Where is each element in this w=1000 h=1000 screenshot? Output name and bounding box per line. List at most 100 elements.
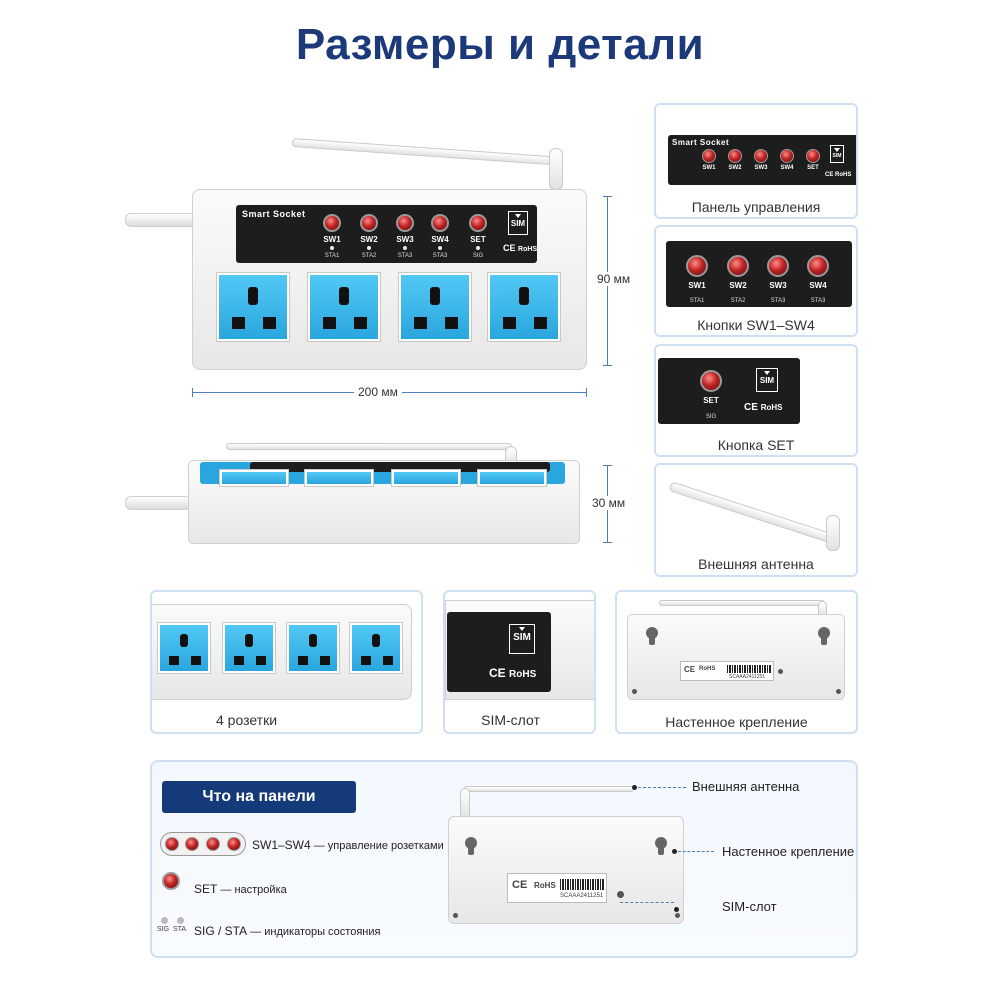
screw-icon: [453, 913, 458, 918]
ce-mark: CE: [512, 879, 528, 891]
height-label: 90 мм: [593, 272, 635, 286]
mini-button: [185, 837, 199, 851]
ce-rohs-mark: CE RoHS: [503, 243, 537, 253]
caption-sockets: 4 розетки: [215, 712, 278, 728]
depth-label: 30 мм: [588, 496, 630, 510]
sw3-button[interactable]: [396, 214, 414, 232]
brand-label: Smart Socket: [672, 138, 730, 147]
control-panel: Smart Socket SW1 STA1 SW2 STA2 SW3 STA3 …: [236, 205, 537, 263]
rohs-mark: RoHS: [509, 669, 537, 680]
callout-sim-slot: SIM-слот: [722, 899, 777, 914]
sw4-label: SW4: [431, 235, 449, 244]
mini-button: [227, 837, 241, 851]
sw1-label: SW1: [688, 281, 706, 290]
sw1-button: [702, 149, 716, 163]
screw-icon: [632, 689, 637, 694]
sw3-label: SW3: [754, 165, 768, 171]
rohs-mark: RoHS: [835, 172, 852, 178]
sw1-button[interactable]: [323, 214, 341, 232]
triangle-icon: [764, 371, 770, 375]
legend-sig-desc: — индикаторы состояния: [247, 926, 381, 938]
triangle-icon: [519, 627, 525, 631]
card-set-button: SET SIG SIM CE RoHS Кнопка SET: [654, 344, 858, 457]
dimension-tick: [603, 542, 612, 543]
callout-line: [678, 851, 714, 852]
card-wall-mount: CE RoHS SCAAA2411251 Настенное крепление: [615, 590, 858, 734]
callout-dot: [632, 785, 637, 790]
socket-pin: [320, 656, 330, 665]
socket-pin: [309, 634, 317, 647]
sw4-button: [807, 255, 829, 277]
screw-icon: [675, 913, 680, 918]
socket-pin: [430, 287, 440, 305]
sim-label: SIM: [832, 153, 842, 159]
sw3-button: [767, 255, 789, 277]
sim-panel-closeup: SIM CE RoHS: [447, 612, 551, 692]
callout-line: [638, 787, 686, 788]
callout-dot: [672, 849, 677, 854]
sta3-led: [403, 246, 407, 250]
sw1-label: SW1: [702, 165, 716, 171]
barcode: [560, 879, 604, 890]
callout-antenna: Внешняя антенна: [692, 779, 800, 794]
socket-pin: [256, 656, 266, 665]
dimension-tick: [586, 388, 587, 397]
screw-icon: [617, 891, 624, 898]
serial-number: SCAAA2411251: [729, 674, 766, 680]
sta2-label: STA2: [730, 298, 746, 304]
control-panel-closeup: Smart Socket SW1 SW2 SW3 SW4 SET SIM CE …: [668, 135, 856, 185]
rohs-mark: RoHS: [699, 666, 716, 672]
rohs-mark: RoHS: [760, 403, 783, 412]
sw4-label: SW4: [809, 281, 827, 290]
back-sticker: CE RoHS SCAAA2411251: [680, 661, 774, 681]
antenna-rod: [659, 600, 825, 606]
ce-rohs-mark: CE RoHS: [744, 402, 782, 413]
legend-sw: SW1–SW4 — управление розетками: [252, 838, 444, 852]
sw2-button: [728, 149, 742, 163]
ce-rohs-mark: CE RoHS: [489, 666, 536, 680]
triangle-icon: [515, 214, 521, 218]
sw4-button[interactable]: [431, 214, 449, 232]
sw3-label: SW3: [769, 281, 787, 290]
card-sockets: 4 розетки: [150, 590, 423, 734]
card-sim-slot: SIM CE RoHS SIM-слот: [443, 590, 596, 734]
antenna-base: [549, 148, 563, 190]
socket-pin: [298, 656, 308, 665]
sim-slot-marker: SIM: [508, 211, 528, 235]
socket-4: [350, 623, 402, 673]
sta4-label: STA3: [432, 253, 448, 259]
set-button: [700, 370, 722, 392]
power-cable: [125, 213, 200, 227]
sw3-label: SW3: [396, 235, 414, 244]
socket-pin: [534, 317, 547, 329]
sw2-button[interactable]: [360, 214, 378, 232]
socket-pin: [372, 634, 380, 647]
caption-control-panel: Панель управления: [691, 199, 821, 215]
mini-sta-led: [177, 917, 184, 924]
socket-pin: [232, 317, 245, 329]
set-label: SET: [703, 396, 719, 405]
caption-sim-slot: SIM-слот: [481, 712, 540, 728]
caption-set-button: Кнопка SET: [717, 437, 795, 453]
sim-slot-marker: SIM: [830, 145, 844, 163]
sta2-label: STA2: [361, 253, 377, 259]
antenna-base: [826, 515, 840, 551]
ce-mark: CE: [744, 402, 758, 413]
mini-sig-led: [161, 917, 168, 924]
mini-set-button: [162, 872, 180, 890]
socket-pin: [180, 634, 188, 647]
set-button: [806, 149, 820, 163]
mini-button: [165, 837, 179, 851]
rohs-mark: RoHS: [534, 881, 556, 890]
screw-icon: [836, 689, 841, 694]
legend-sw-desc: — управление розетками: [310, 840, 444, 852]
back-sticker: CE RoHS SCAAA2411251: [507, 873, 607, 903]
sta3-label: STA3: [770, 298, 786, 304]
keyhole-icon: [818, 627, 830, 645]
socket-pin: [234, 656, 244, 665]
mini-button: [206, 837, 220, 851]
set-button[interactable]: [469, 214, 487, 232]
socket-pin: [445, 317, 458, 329]
legend-set-desc: — настройка: [217, 884, 287, 896]
socket-pin: [263, 317, 276, 329]
